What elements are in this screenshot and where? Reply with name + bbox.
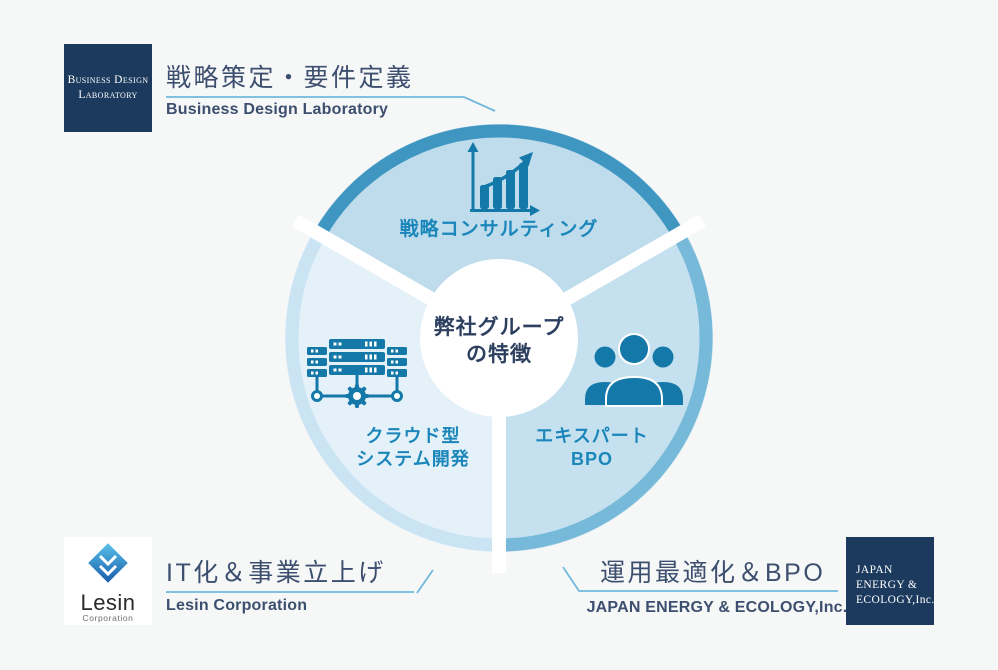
people-icon bbox=[585, 333, 683, 407]
leader-line-top-left bbox=[166, 96, 496, 112]
segment-top-border bbox=[314, 124, 684, 238]
center-title: 弊社グループ の特徴 bbox=[399, 314, 599, 368]
growth-chart-icon bbox=[467, 142, 540, 216]
segment-top bbox=[313, 124, 685, 338]
bdl-logo-line1: Business Design bbox=[67, 74, 149, 86]
segment-right-label-line2: BPO bbox=[570, 449, 613, 469]
center-circle bbox=[420, 259, 578, 417]
lesin-diamond-icon bbox=[88, 543, 128, 583]
top-left-subtitle: Business Design Laboratory bbox=[166, 101, 389, 118]
center-title-line2: の特徴 bbox=[466, 343, 532, 366]
lesin-logo-sub: Corporation bbox=[82, 613, 134, 623]
server-gear-icon bbox=[307, 339, 407, 408]
segment-left-label-line1: クラウド型 bbox=[365, 426, 461, 446]
segment-left-label-line2: システム開発 bbox=[356, 449, 470, 469]
top-left-title: 戦略策定・要件定義 bbox=[166, 64, 414, 92]
bdl-logo-line2: Laboratory bbox=[78, 89, 138, 101]
bottom-right-title: 運用最適化＆BPO bbox=[600, 559, 826, 587]
bottom-left-title: IT化＆事業立上げ bbox=[166, 559, 386, 587]
jee-logo-line1: JAPAN bbox=[856, 564, 893, 576]
lesin-corporation-logo: Lesin Corporation bbox=[64, 537, 152, 625]
gear-icon bbox=[345, 384, 369, 408]
segment-left-label: クラウド型 システム開発 bbox=[303, 425, 523, 471]
segment-right-label: エキスパート BPO bbox=[482, 425, 702, 471]
lesin-logo-name: Lesin bbox=[80, 590, 136, 615]
leader-tick-bottom-left bbox=[416, 569, 434, 594]
bottom-right-subtitle: JAPAN ENERGY & ECOLOGY,Inc. bbox=[586, 599, 848, 616]
segment-top-label: 戦略コンサルティング bbox=[399, 219, 599, 240]
segment-right-border bbox=[498, 231, 713, 552]
center-title-line1: 弊社グループ bbox=[433, 316, 565, 339]
business-design-laboratory-logo: Business Design Laboratory bbox=[64, 44, 152, 132]
leader-line-bottom-right bbox=[562, 566, 838, 592]
bottom-left-subtitle: Lesin Corporation bbox=[166, 597, 308, 614]
jee-logo-line2: ENERGY & bbox=[856, 579, 918, 591]
segment-left-border bbox=[285, 231, 500, 552]
jee-logo-line3: ECOLOGY,Inc. bbox=[856, 594, 935, 606]
japan-energy-ecology-logo: JAPAN ENERGY & ECOLOGY,Inc. bbox=[846, 537, 934, 625]
segment-right-label-line1: エキスパート bbox=[535, 426, 649, 446]
